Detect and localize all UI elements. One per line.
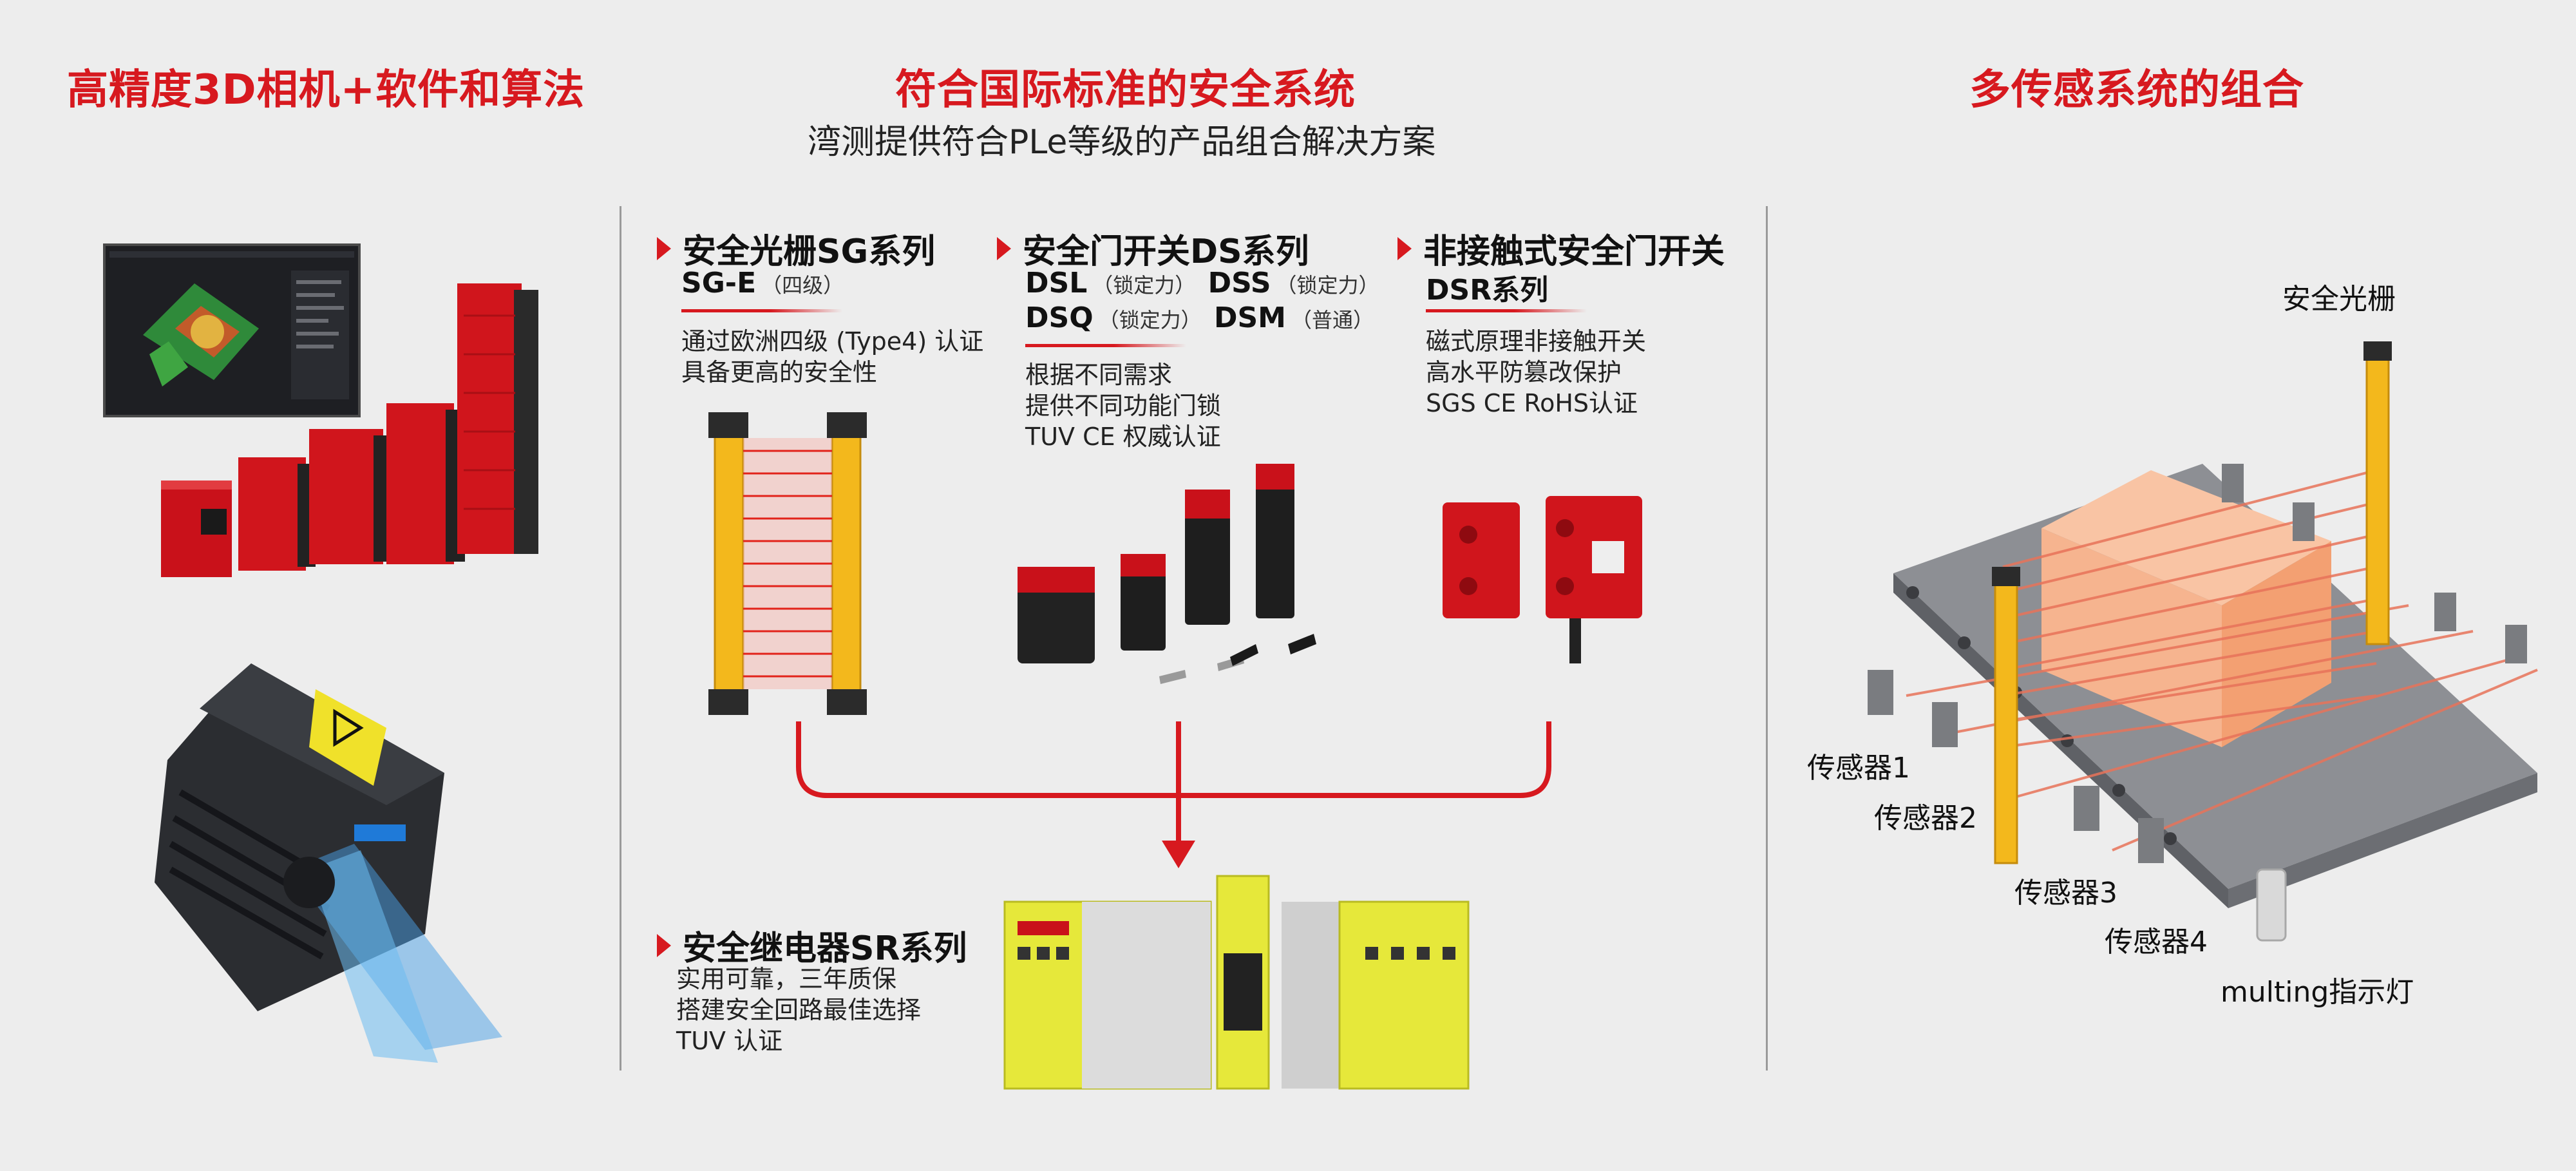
ds-heading: 安全门开关DS系列: [997, 224, 1309, 272]
sg-heading-text: 安全光栅SG系列: [683, 233, 936, 271]
sr-heading-text: 安全继电器SR系列: [683, 929, 967, 968]
sg-model: SG-E（四级）: [681, 267, 844, 300]
sr-desc-line-1: 实用可靠，三年质保: [676, 965, 897, 993]
connector-arrow: [796, 721, 1551, 868]
dsr-model: DSR系列: [1426, 274, 1549, 307]
label-muting-lamp: multing指示灯: [2221, 976, 2414, 1009]
dsr-desc-line-2: 高水平防篡改保护: [1426, 358, 1622, 386]
right-title: 多传感系统的组合: [1969, 66, 2304, 114]
dsr-desc: 磁式原理非接触开关 高水平防篡改保护 SGS CE RoHS认证: [1426, 326, 1646, 419]
triangle-bullet-icon: [657, 933, 671, 957]
ds-model-dsm: DSM: [1213, 301, 1286, 334]
ds-desc-line-2: 提供不同功能门锁: [1025, 392, 1222, 420]
sg-desc-line-2: 具备更高的安全性: [681, 358, 878, 386]
ds-desc: 根据不同需求 提供不同功能门锁 TUV CE 权威认证: [1025, 359, 1221, 452]
sg-model-name: SG-E: [681, 267, 757, 300]
label-sensor-1: 传感器1: [1807, 752, 1910, 785]
safety-relays-image: [1003, 875, 1470, 1090]
3d-software-monitor: [103, 243, 361, 417]
sg-desc-line-1: 通过欧洲四级 (Type4) 认证: [681, 327, 984, 356]
sg-model-note: （四级）: [761, 273, 844, 298]
ds-model-dsm-note: （普通）: [1291, 308, 1374, 332]
divider-right: [1766, 206, 1768, 1071]
middle-title: 符合国际标准的安全系统: [895, 66, 1356, 114]
ds-model-dsq-note: （锁定力）: [1098, 308, 1202, 332]
ds-model-dsl: DSL: [1025, 267, 1088, 300]
sr-heading: 安全继电器SR系列: [657, 921, 967, 969]
middle-subtitle: 湾测提供符合PLe等级的产品组合解决方案: [808, 123, 1436, 162]
ds-underline: [1025, 344, 1186, 347]
ds-model-dss: DSS: [1208, 267, 1271, 300]
ds-models-row-1: DSL（锁定力） DSS（锁定力）: [1025, 267, 1379, 300]
sr-desc: 实用可靠，三年质保 搭建安全回路最佳选择 TUV 认证: [676, 964, 921, 1056]
sr-desc-line-2: 搭建安全回路最佳选择: [676, 996, 922, 1024]
3d-laser-scanner: [155, 663, 502, 1063]
triangle-bullet-icon: [1397, 236, 1412, 260]
left-title: 高精度3D相机+软件和算法: [67, 66, 585, 114]
safety-door-switches-image: [1018, 464, 1316, 684]
dsr-desc-line-1: 磁式原理非接触开关: [1426, 327, 1647, 356]
dsr-underline: [1426, 309, 1587, 312]
dsr-heading: 非接触式安全门开关: [1397, 224, 1725, 272]
dsr-desc-line-3: SGS CE RoHS认证: [1426, 389, 1638, 417]
divider-left: [620, 206, 621, 1071]
sg-heading: 安全光栅SG系列: [657, 224, 935, 272]
label-sensor-3: 传感器3: [2014, 877, 2117, 909]
multi-sensor-conveyor-scene: [1868, 341, 2538, 942]
triangle-bullet-icon: [657, 236, 671, 260]
triangle-bullet-icon: [997, 236, 1011, 260]
ds-model-dsl-note: （锁定力）: [1092, 273, 1196, 298]
ds-desc-line-1: 根据不同需求: [1025, 361, 1173, 389]
label-sensor-4: 传感器4: [2105, 926, 2208, 958]
dsr-heading-text: 非接触式安全门开关: [1423, 233, 1725, 271]
sg-underline: [681, 309, 842, 312]
ds-model-dss-note: （锁定力）: [1276, 273, 1379, 298]
ds-models-row-2: DSQ（锁定力） DSM（普通）: [1025, 301, 1374, 334]
ds-heading-text: 安全门开关DS系列: [1023, 233, 1309, 271]
sg-desc: 通过欧洲四级 (Type4) 认证 具备更高的安全性: [681, 326, 983, 388]
ds-desc-line-3: TUV CE 权威认证: [1025, 423, 1221, 451]
label-sensor-2: 传感器2: [1874, 802, 1977, 835]
non-contact-switches-image: [1443, 496, 1642, 663]
safety-light-curtain-image: [708, 412, 867, 715]
sr-desc-line-3: TUV 认证: [676, 1027, 783, 1055]
label-light-curtain: 安全光栅: [2282, 283, 2396, 316]
3d-camera-series: [161, 283, 538, 577]
ds-model-dsq: DSQ: [1025, 301, 1094, 334]
